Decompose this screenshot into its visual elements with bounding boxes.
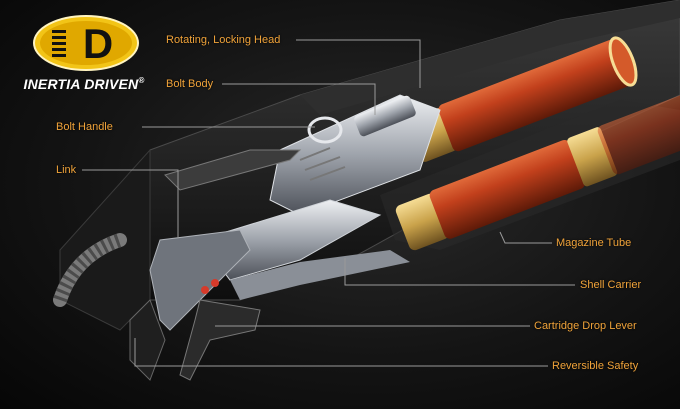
label-cartridge-drop-lever: Cartridge Drop Lever bbox=[534, 320, 637, 332]
logo-letter: D bbox=[83, 20, 113, 67]
bolt-assembly bbox=[269, 94, 441, 216]
logo-wordmark: INERTIA DRIVEN® bbox=[14, 76, 154, 92]
label-reversible-safety: Reversible Safety bbox=[552, 360, 639, 372]
logo-registered-mark: ® bbox=[138, 76, 145, 85]
label-bolt-body: Bolt Body bbox=[166, 78, 214, 90]
trigger-group bbox=[53, 149, 410, 381]
label-link: Link bbox=[56, 164, 77, 176]
inertia-driven-logo: D INERTIA DRIVEN® bbox=[14, 14, 154, 94]
label-magazine-tube: Magazine Tube bbox=[556, 237, 632, 249]
label-shell-carrier: Shell Carrier bbox=[580, 279, 642, 291]
logo-badge-icon: D bbox=[33, 15, 139, 71]
label-bolt-handle: Bolt Handle bbox=[56, 121, 113, 133]
logo-name: INERTIA DRIVEN bbox=[23, 76, 139, 92]
magazine-shells bbox=[380, 86, 680, 251]
label-rotating-locking-head: Rotating, Locking Head bbox=[166, 34, 281, 46]
leader-lines bbox=[82, 39, 575, 367]
